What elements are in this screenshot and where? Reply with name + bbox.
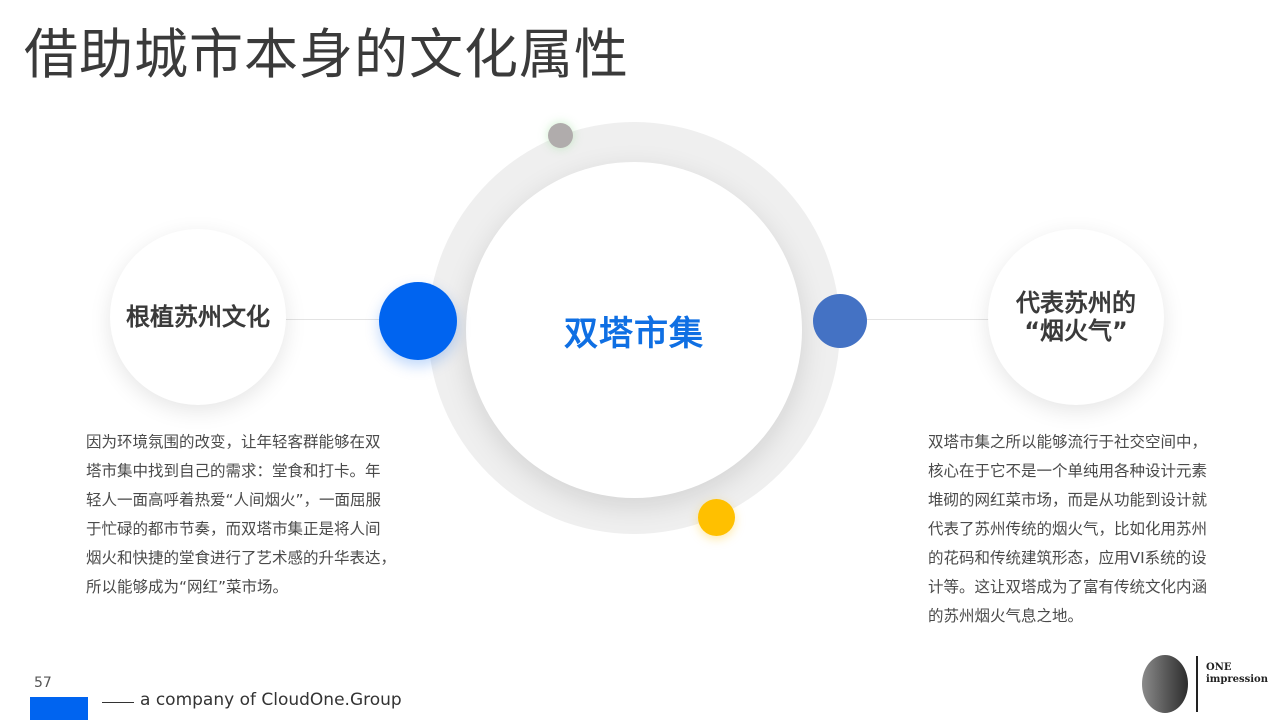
center-label: 双塔市集 bbox=[564, 313, 704, 354]
yellow-accent-dot bbox=[698, 499, 735, 536]
logo-wordmark: ONE impression bbox=[1206, 662, 1268, 686]
blue-accent-dot-large bbox=[379, 282, 457, 360]
right-body-line: 核心在于它不是一个单纯用各种设计元素 bbox=[928, 462, 1208, 480]
right-topic-label: 代表苏州的 “烟火气” bbox=[1016, 289, 1136, 345]
right-topic-circle: 代表苏州的 “烟火气” bbox=[988, 229, 1164, 405]
right-body-text: 双塔市集之所以能够流行于社交空间中， 核心在于它不是一个单纯用各种设计元素 堆砌… bbox=[928, 428, 1228, 631]
one-impression-logo: ONE impression bbox=[1142, 652, 1272, 716]
left-connector-line bbox=[286, 319, 386, 320]
right-body-line: 双塔市集之所以能够流行于社交空间中， bbox=[928, 433, 1208, 451]
logo-line-two: impression bbox=[1206, 674, 1269, 685]
left-body-line: 塔市集中找到自己的需求：堂食和打卡。年 bbox=[86, 462, 381, 480]
center-circle: 双塔市集 bbox=[466, 162, 802, 498]
left-topic-label: 根植苏州文化 bbox=[126, 303, 270, 331]
right-body-line: 的苏州烟火气息之地。 bbox=[928, 607, 1084, 625]
logo-divider bbox=[1196, 656, 1198, 712]
left-body-line: 因为环境氛围的改变，让年轻客群能够在双 bbox=[86, 433, 381, 451]
page-number: 57 bbox=[34, 675, 52, 691]
left-body-line: 烟火和快捷的堂食进行了艺术感的升华表达， bbox=[86, 549, 397, 567]
left-body-line: 所以能够成为“网红”菜市场。 bbox=[86, 578, 289, 596]
right-body-line: 的花码和传统建筑形态，应用VI系统的设 bbox=[928, 549, 1207, 567]
corner-accent-block bbox=[30, 697, 88, 720]
tagline-rule bbox=[102, 702, 134, 703]
company-tagline: a company of CloudOne.Group bbox=[102, 690, 402, 710]
blue-accent-dot-medium bbox=[813, 294, 867, 348]
right-body-line: 代表了苏州传统的烟火气，比如化用苏州 bbox=[928, 520, 1208, 538]
left-topic-circle: 根植苏州文化 bbox=[110, 229, 286, 405]
right-body-line: 堆砌的网红菜市场，而是从功能到设计就 bbox=[928, 491, 1208, 509]
logo-line-one: ONE bbox=[1206, 662, 1232, 673]
left-body-text: 因为环境氛围的改变，让年轻客群能够在双 塔市集中找到自己的需求：堂食和打卡。年 … bbox=[86, 428, 406, 602]
slide-title: 借助城市本身的文化属性 bbox=[24, 23, 629, 86]
left-body-line: 轻人一面高呼着热爱“人间烟火”，一面屈服 bbox=[86, 491, 382, 509]
right-connector-line bbox=[866, 319, 990, 320]
gray-accent-dot bbox=[548, 123, 573, 148]
logo-mark-icon bbox=[1142, 655, 1188, 713]
right-body-line: 计等。这让双塔成为了富有传统文化内涵 bbox=[928, 578, 1208, 596]
tagline-text: a company of CloudOne.Group bbox=[140, 690, 402, 710]
left-body-line: 于忙碌的都市节奏，而双塔市集正是将人间 bbox=[86, 520, 381, 538]
